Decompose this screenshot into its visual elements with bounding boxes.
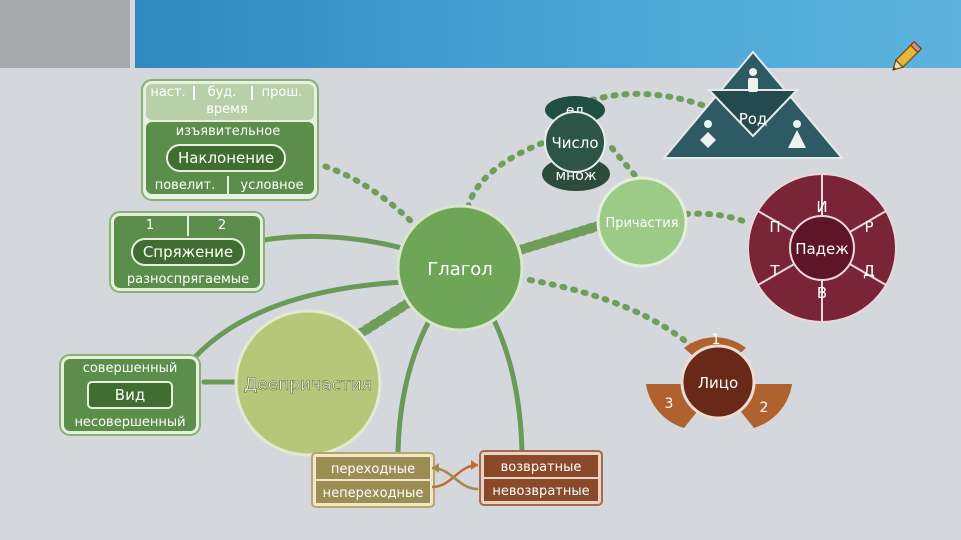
participle-circle [596,176,688,268]
center-label: Глагол [427,259,493,280]
reflexivity-block: возвратные невозвратные [479,450,603,506]
gender-node: Род [661,50,845,159]
aspect-title-box [87,381,173,409]
conjugation-block: 1 2 Спряжение разноспрягаемые [109,211,265,293]
gerund-circle [234,309,382,457]
number-plural: множ [556,168,597,184]
aspect-title: Вид [115,386,145,404]
participle-label: Причастия [605,216,678,231]
mood-conditional: условное [240,178,303,193]
intransitive-bar [316,481,430,503]
case-nominative: И [816,198,827,216]
case-title: Падеж [795,240,849,258]
tense-row [146,84,314,120]
reflexive-label: возвратные [501,460,582,475]
conjugation-title: Спряжение [143,243,233,261]
conjugation-irregular: разноспрягаемые [127,272,249,287]
person-second: 2 [760,400,769,416]
masculine-icon [748,68,758,92]
person-first: 1 [712,332,721,348]
arrow-head-reflexive [471,460,478,470]
center-node: Глагол [396,204,524,332]
pencil-icon[interactable] [885,38,925,78]
nonreflexive-label: невозвратные [492,484,589,499]
person-title: Лицо [698,374,738,392]
transitive-label: переходные [331,462,415,477]
tense-present: наст. [150,85,185,100]
intransitive-label: непереходные [323,486,424,501]
aspect-imperfective: несовершенный [74,415,185,430]
connector-conjugation [261,233,405,251]
reflexive-bar [484,455,598,477]
case-dative: Д [863,262,875,280]
center-circle [396,204,524,332]
case-inner-circle [789,215,855,281]
gender-title: Род [739,110,768,128]
connector-gender [589,90,719,113]
number-title: Число [551,134,598,152]
connector-participle [515,221,603,255]
case-ring-dividers [757,174,887,322]
arrow-head-transitive [432,463,439,473]
mood-title: Наклонение [178,149,274,167]
gerund-label: Деепричастия [244,375,372,395]
participle-node: Причастия [596,176,688,268]
header-banner [135,0,961,68]
connector-reflexivity [487,309,525,455]
mood-block: наст. буд. прош. время изъявительное Нак… [141,79,319,201]
person-third: 3 [665,396,674,412]
connector-aspect [193,279,407,359]
aspect-block: совершенный Вид несовершенный [59,354,201,436]
number-circle [544,111,606,173]
gerund-node: Деепричастия [234,309,382,457]
tense-label: время [206,102,248,117]
transitivity-block: переходные непереходные [311,452,435,508]
case-instrumental: Т [769,262,780,280]
connector-person [527,277,699,353]
conjugation-title-pill [131,238,245,266]
crossing-arrows [431,460,479,491]
conjugation-first: 1 [146,218,154,233]
connector-transitivity [395,309,437,455]
connector-case [683,210,749,225]
person-node: Лицо 1 2 3 [646,332,792,428]
transitive-bar [316,457,430,479]
tense-past: прош. [262,85,303,100]
neuter-icon [700,120,716,148]
person-circle [680,344,756,420]
connector-number [463,137,553,221]
case-accusative: В [817,284,827,302]
case-node: Падеж И Р Д В Т П [747,173,897,323]
aspect-perfective: совершенный [83,361,178,376]
nonreflexive-bar [484,479,598,501]
conjugation-second: 2 [218,218,226,233]
tense-future: буд. [208,85,237,100]
mood-indicative: изъявительное [176,124,280,139]
feminine-icon [788,120,806,148]
connector-mood [315,161,421,231]
case-prepositional: П [769,218,780,236]
number-node: ед множ Число [542,96,610,191]
mood-title-pill [166,144,286,172]
gray-corner-panel [0,0,130,68]
banner-cut [848,68,961,100]
case-genitive: Р [864,218,873,236]
mood-imperative: повелит. [155,178,216,193]
connector-number-participle [609,145,651,193]
